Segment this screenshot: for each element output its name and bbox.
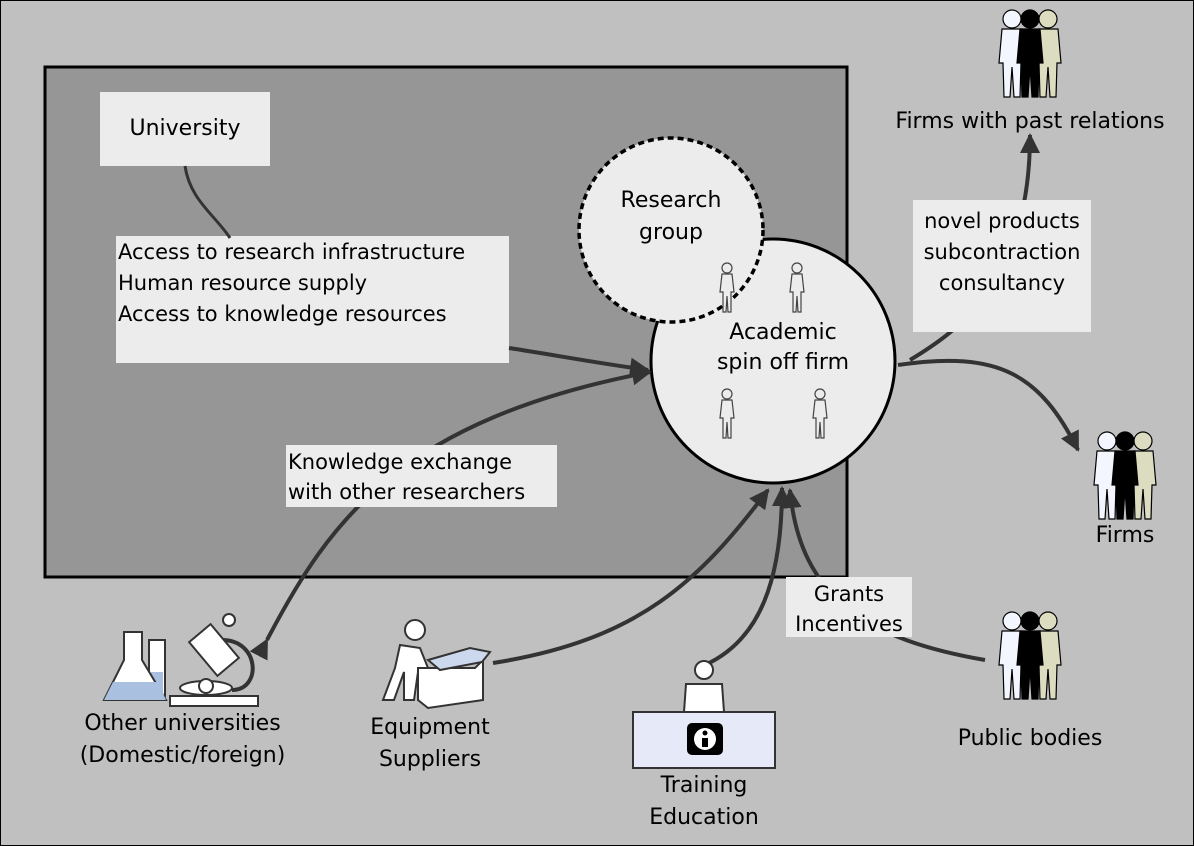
box-carrier-icon [381, 619, 492, 710]
research-group-label: Research group [620, 188, 722, 245]
university-label: University [129, 116, 241, 141]
flask-icon [102, 631, 168, 701]
grants-label: Grants Incentives [795, 582, 903, 636]
other-universities-label: Other universities (Domestic/foreign) [79, 711, 286, 768]
firms-past-label: Firms with past relations [895, 109, 1165, 134]
public-bodies-label: Public bodies [957, 726, 1103, 751]
grants-box [786, 577, 912, 637]
training-arrow [704, 486, 792, 667]
knowledge-exchange-label: Knowledge exchange with other researcher… [288, 450, 526, 504]
info-desk-icon [632, 660, 776, 769]
knowledge-exchange-box [286, 445, 557, 507]
equipment-suppliers-label: Equipment Suppliers [370, 715, 490, 772]
firms-label: Firms [1095, 523, 1155, 548]
firms-arrow [897, 358, 1080, 452]
spin-off-label: Academic spin off firm [716, 320, 850, 375]
university-links-label: Access to research infrastructure Human … [118, 240, 466, 326]
microscope-icon [169, 613, 259, 707]
firms-past-links-box [913, 200, 1091, 332]
university-links-box [116, 236, 509, 363]
research-group-circle [577, 136, 765, 324]
training-education-label: Training Education [649, 773, 759, 830]
university-box [100, 92, 270, 166]
university-connector [183, 165, 232, 239]
firms-past-links-label: novel products subcontraction consultanc… [923, 209, 1081, 295]
equipment-arrow [492, 488, 770, 665]
